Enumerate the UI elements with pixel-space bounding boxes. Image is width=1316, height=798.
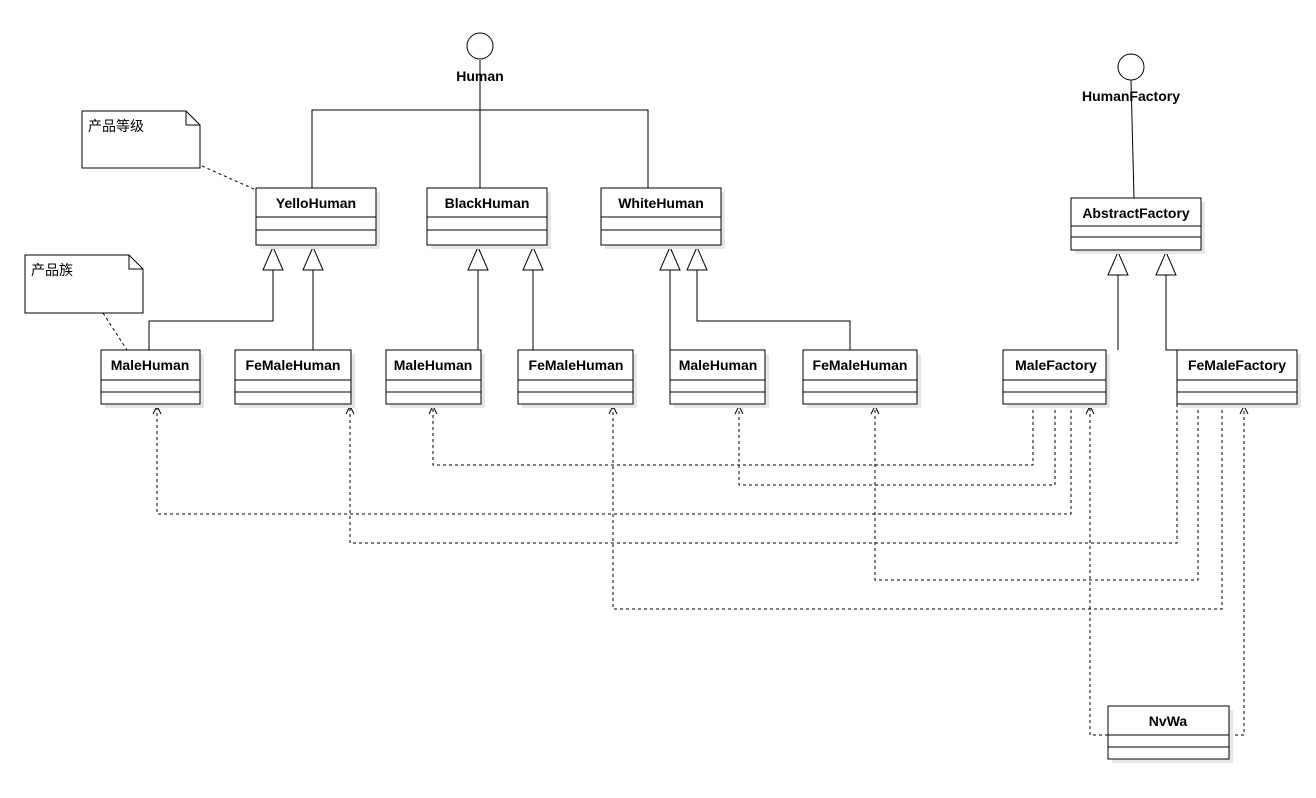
class-name: FeMaleHuman	[246, 357, 341, 373]
note-product-family-text: 产品族	[31, 263, 73, 279]
class-name: NvWa	[1149, 713, 1188, 729]
class-name: FeMaleHuman	[529, 357, 624, 373]
class-white-female-human[interactable]: FeMaleHuman	[802, 349, 921, 408]
class-black-male-human[interactable]: MaleHuman	[385, 349, 485, 408]
class-male-factory[interactable]: MaleFactory	[1002, 349, 1110, 408]
inheritance-triangle-icon	[1155, 250, 1177, 276]
human-interface-name: Human	[456, 68, 503, 84]
class-abstract-factory[interactable]: AbstractFactory	[1070, 197, 1205, 254]
class-nvwa[interactable]: NvWa	[1107, 705, 1233, 763]
human-factory-interface-name: HumanFactory	[1082, 88, 1180, 104]
human-interface[interactable]: Human	[456, 32, 504, 110]
note-product-level[interactable]: 产品等级	[81, 110, 201, 169]
inheritance-triangle-icon	[659, 245, 681, 271]
class-name: YelloHuman	[276, 195, 356, 211]
dependency-arrows	[152, 404, 1249, 736]
inheritance-triangle-icon	[302, 245, 324, 271]
inheritance-triangle-icon	[467, 245, 489, 271]
human-factory-interface[interactable]: HumanFactory	[1082, 53, 1180, 199]
class-name: MaleHuman	[111, 357, 190, 373]
inheritance-triangle-icon	[686, 245, 708, 271]
class-black-female-human[interactable]: FeMaleHuman	[517, 349, 637, 408]
class-female-factory[interactable]: FeMaleFactory	[1176, 349, 1301, 408]
class-white-human[interactable]: WhiteHuman	[600, 187, 725, 249]
note-product-level-anchor	[201, 165, 257, 191]
class-yello-human[interactable]: YelloHuman	[255, 187, 380, 249]
class-name: MaleFactory	[1015, 357, 1097, 373]
class-white-male-human[interactable]: MaleHuman	[669, 349, 769, 408]
class-name: BlackHuman	[445, 195, 530, 211]
class-name: MaleHuman	[394, 357, 473, 373]
note-product-family[interactable]: 产品族	[24, 254, 144, 314]
class-yellow-female-human[interactable]: FeMaleHuman	[234, 349, 355, 408]
note-product-level-text: 产品等级	[88, 118, 144, 135]
class-name: MaleHuman	[679, 357, 758, 373]
interface-lollipop-icon	[1117, 53, 1145, 81]
interface-lollipop-icon	[466, 32, 494, 60]
inheritance-triangle-icon	[522, 245, 544, 271]
inheritance-triangle-icon	[1107, 250, 1129, 276]
class-yellow-male-human[interactable]: MaleHuman	[100, 349, 204, 408]
class-black-human[interactable]: BlackHuman	[426, 187, 551, 249]
class-name: WhiteHuman	[618, 195, 704, 211]
human-realization-lines	[311, 109, 649, 188]
inheritance-triangle-icon	[262, 245, 284, 271]
note-product-family-anchor	[102, 312, 128, 351]
class-name: FeMaleHuman	[813, 357, 908, 373]
inheritance-lines	[148, 245, 1177, 351]
class-name: AbstractFactory	[1082, 205, 1190, 221]
class-name: FeMaleFactory	[1188, 357, 1286, 373]
